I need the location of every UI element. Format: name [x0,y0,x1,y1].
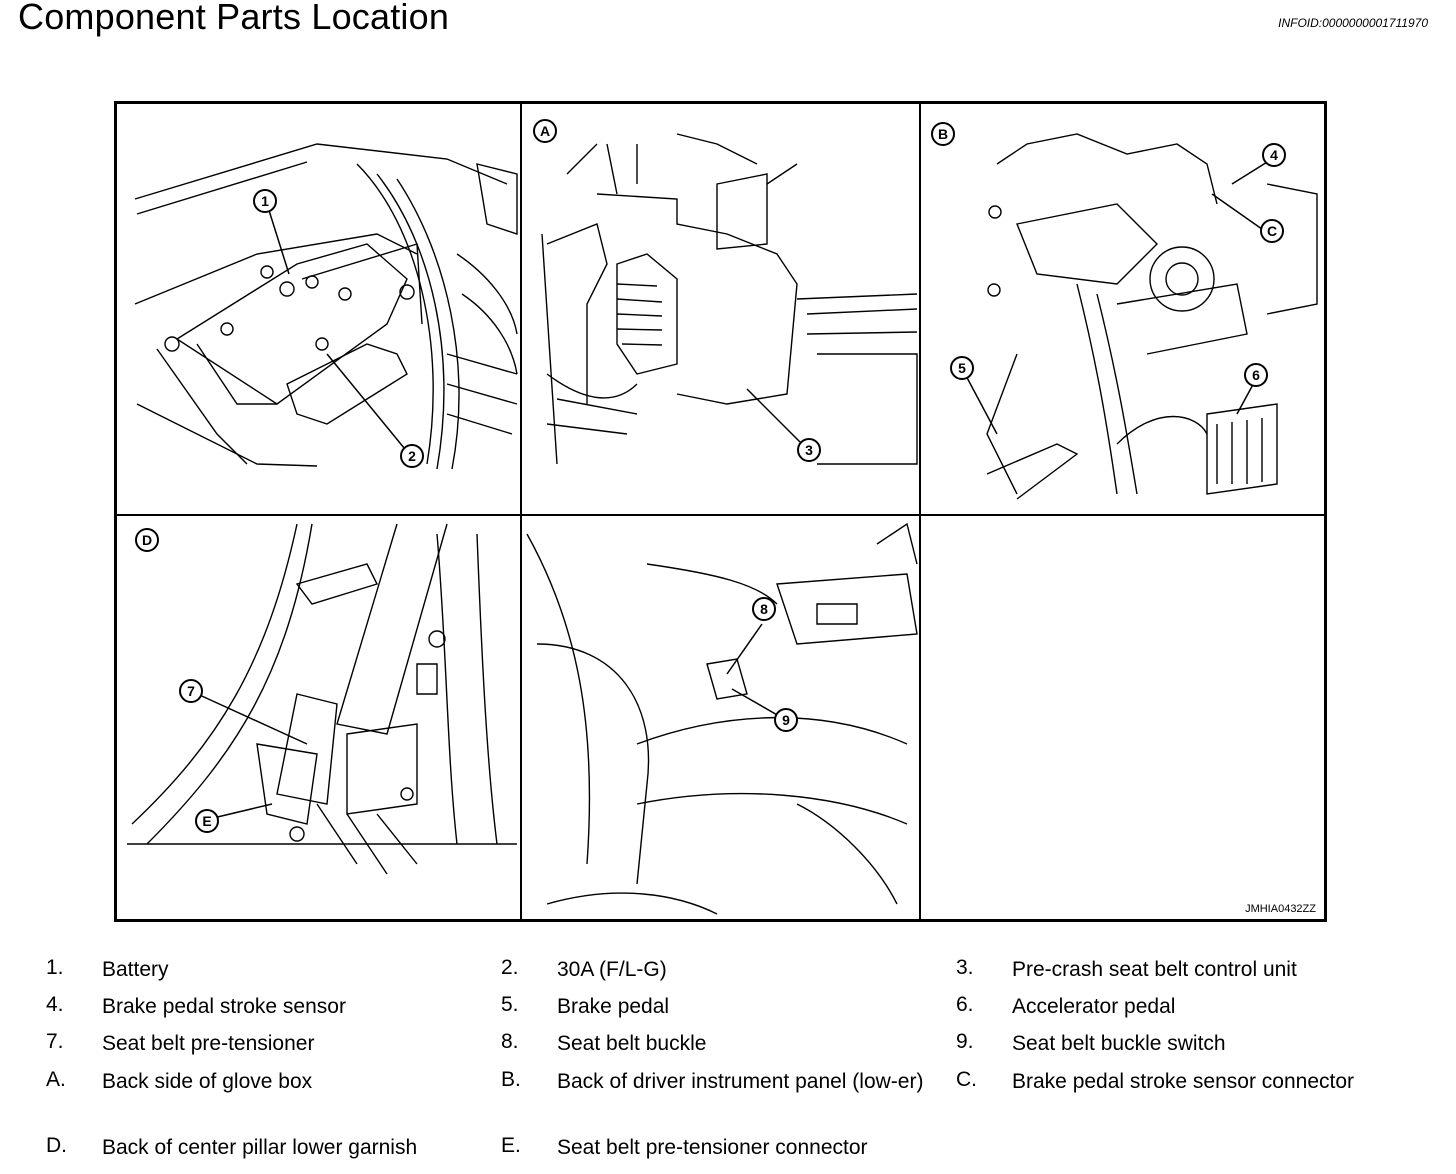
legend-key: 8. [501,1030,519,1053]
callout-6: 6 [1252,367,1260,383]
legend-text: Seat belt buckle [557,1032,707,1055]
legend-text: Brake pedal [557,995,670,1018]
callout-3: 3 [805,442,813,458]
panel-seat-drawing [526,522,918,915]
callout-texts: 1 2 3 4 5 6 7 8 9 C E A B D [142,123,1278,829]
legend-key: C. [956,1068,977,1091]
info-id: INFOID:0000000001711970 [1278,16,1428,30]
legend-key: 2. [501,956,519,979]
callout-2: 2 [408,448,416,464]
callout-8: 8 [760,601,768,617]
legend-text: Battery [102,958,169,981]
legend-key: E. [501,1134,521,1157]
callout-7: 7 [187,683,195,699]
legend-text: Accelerator pedal [1012,995,1176,1018]
legend-key: 7. [46,1030,64,1053]
legend-text: 30A (F/L-G) [557,958,667,981]
panel-label-d: D [142,532,152,548]
legend-text: Brake pedal stroke sensor connector [1012,1070,1355,1093]
callout-5: 5 [958,360,966,376]
page-title: Component Parts Location [18,0,450,37]
legend-key: D. [46,1134,67,1157]
panel-d-drawing [127,523,517,875]
legend-text: Back of driver instrument panel (low-er) [557,1070,924,1093]
legend-key: 6. [956,993,974,1016]
component-location-figure: 1 2 3 4 5 6 7 8 9 C E A B D JMHIA0432ZZ [114,101,1327,922]
callout-1: 1 [261,193,269,209]
callout-4: 4 [1270,147,1278,163]
panel-b-drawing [986,133,1318,500]
callout-c: C [1267,223,1277,239]
panel-label-b: B [938,126,948,142]
legend-text: Back of center pillar lower garnish [102,1136,418,1159]
panel-label-a: A [540,123,550,139]
legend-text: Brake pedal stroke sensor [102,995,346,1018]
callout-9: 9 [782,712,790,728]
legend-key: B. [501,1068,521,1091]
legend-key: 4. [46,993,64,1016]
legend-text: Pre-crash seat belt control unit [1012,958,1297,981]
legend-key: A. [46,1068,66,1091]
figure-code: JMHIA0432ZZ [1245,903,1316,915]
legend-text: Seat belt pre-tensioner [102,1032,315,1055]
legend-text: Seat belt buckle switch [1012,1032,1226,1055]
callout-circles [135,119,1286,833]
panel-battery-drawing [134,143,518,470]
figure-drawing: 1 2 3 4 5 6 7 8 9 C E A B D [117,104,1324,919]
legend-key: 3. [956,956,974,979]
callout-e: E [202,813,211,829]
legend-text: Back side of glove box [102,1070,313,1093]
legend-key: 9. [956,1030,974,1053]
legend-key: 5. [501,993,519,1016]
legend-key: 1. [46,956,64,979]
legend-text: Seat belt pre-tensioner connector [557,1136,868,1159]
panel-a-drawing [541,133,918,465]
